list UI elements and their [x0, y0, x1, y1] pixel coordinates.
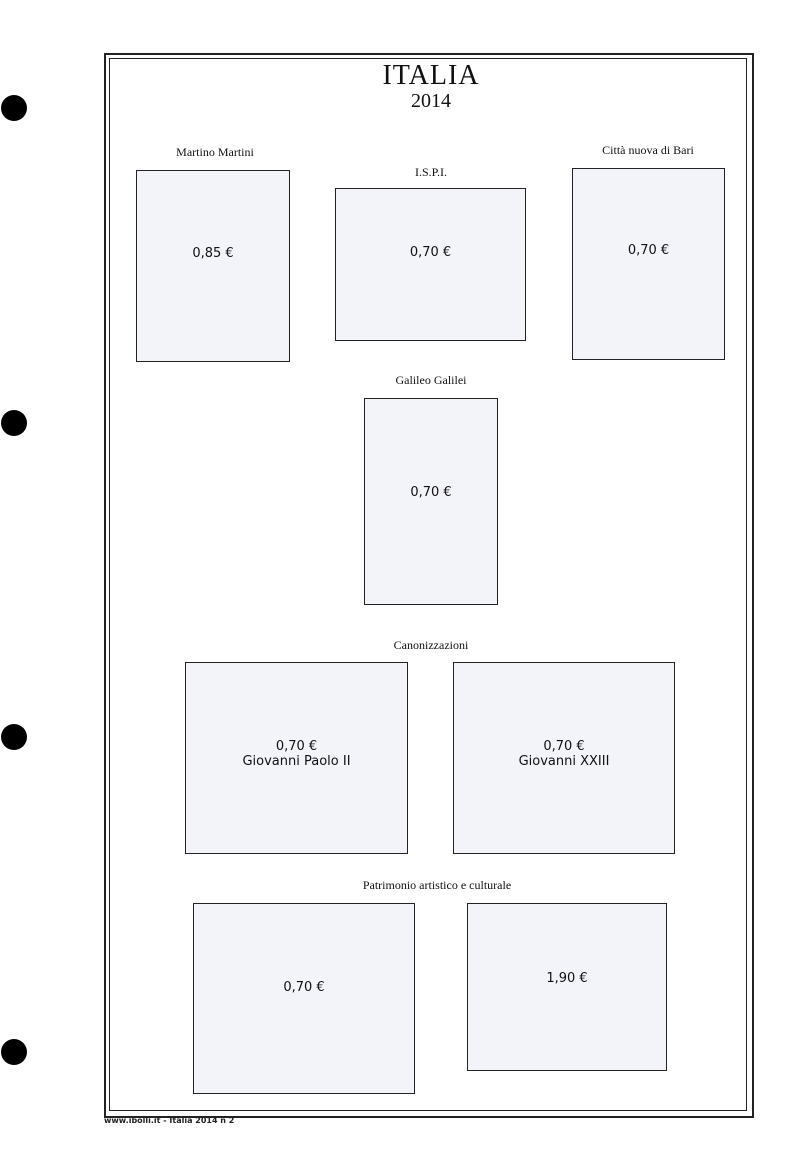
stamp-label: Canonizzazioni — [393, 638, 469, 652]
stamp-price: 0,70 € — [275, 739, 318, 754]
stamp-label: I.S.P.I. — [414, 165, 448, 179]
stamp-name: Giovanni Paolo II — [242, 754, 351, 769]
stamp-slot: 0,70 € — [572, 168, 725, 360]
stamp-slot: 0,70 €Giovanni Paolo II — [185, 662, 408, 854]
stamp-label: Patrimonio artistico e culturale — [362, 878, 512, 892]
footer-text: www.ibolli.it - Italia 2014 n 2 — [104, 1116, 235, 1125]
stamp-slot: 0,70 €Giovanni XXIII — [453, 662, 675, 854]
stamp-price: 0,70 € — [543, 739, 585, 754]
outer-frame — [104, 53, 754, 1118]
stamp-price: 0,70 € — [627, 243, 670, 258]
stamp-slot: 1,90 € — [467, 903, 667, 1071]
binder-hole — [1, 1039, 27, 1065]
binder-hole — [1, 410, 27, 436]
stamp-price: 0,70 € — [283, 980, 325, 995]
stamp-slot: 0,70 € — [335, 188, 526, 341]
stamp-price: 1,90 € — [546, 971, 588, 986]
page-title: ITALIA — [382, 60, 480, 91]
binder-hole — [1, 95, 27, 121]
binder-hole — [1, 724, 27, 750]
stamp-label: Galileo Galilei — [395, 373, 467, 387]
stamp-price: 0,70 € — [410, 485, 452, 500]
stamp-price: 0,85 € — [192, 246, 234, 261]
stamp-label: Città nuova di Bari — [602, 143, 694, 157]
stamp-slot: 0,85 € — [136, 170, 290, 362]
stamp-name: Giovanni XXIII — [518, 754, 610, 769]
stamp-slot: 0,70 € — [364, 398, 498, 605]
stamp-label: Martino Martini — [176, 145, 254, 159]
stamp-slot: 0,70 € — [193, 903, 415, 1094]
page-year: 2014 — [411, 90, 451, 112]
inner-frame — [109, 58, 747, 1111]
stamp-price: 0,70 € — [409, 245, 452, 260]
